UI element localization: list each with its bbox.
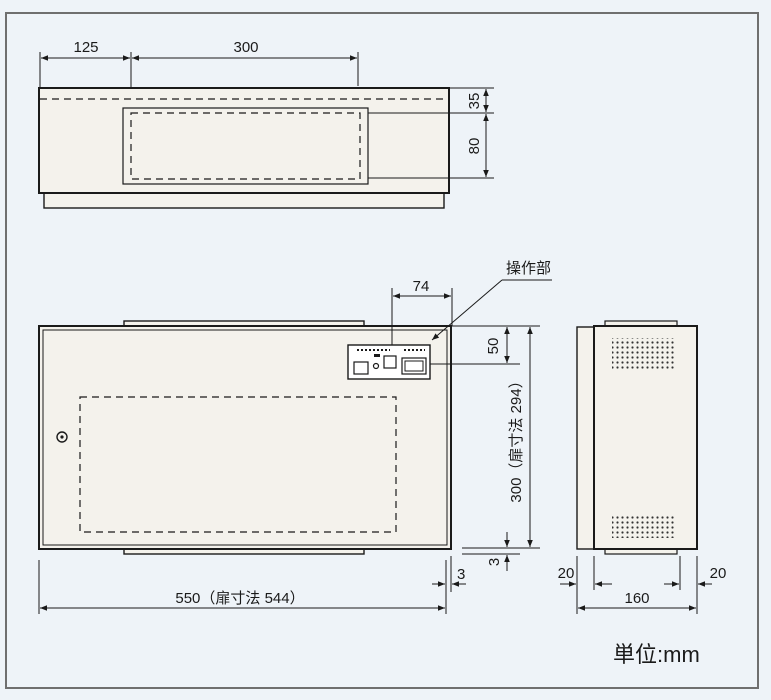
operation-leader-line	[431, 279, 503, 341]
dim-label-20-left: 20	[558, 565, 575, 582]
operation-section-label: 操作部	[506, 260, 551, 277]
side-view: 20 20 160	[558, 320, 727, 614]
side-door	[576, 326, 596, 550]
top-window-frame	[122, 107, 369, 185]
key-lock-icon	[56, 431, 68, 443]
dim-label-300: 300	[233, 39, 258, 56]
dim-label-80: 80	[466, 138, 483, 155]
dim-label-3-right: 3	[457, 566, 465, 583]
dim-label-74: 74	[413, 278, 430, 295]
dim-label-50: 50	[485, 338, 502, 355]
dim-label-3-bottom: 3	[486, 558, 503, 566]
top-view-body	[38, 87, 450, 194]
front-view: 操作部 74 50 300（扉寸法 294） 3 3 550（扉寸法 544）	[38, 260, 552, 614]
panel-display	[401, 357, 427, 375]
side-vent-bottom	[612, 514, 674, 538]
side-vent-top	[612, 338, 674, 369]
outer-frame	[5, 12, 759, 689]
top-window-hidden	[130, 112, 361, 180]
dim-label-35: 35	[466, 93, 483, 110]
panel-button-left	[353, 361, 369, 375]
panel-button-center	[383, 355, 397, 369]
dim-label-160: 160	[624, 590, 649, 607]
unit-label: 単位:mm	[613, 642, 700, 667]
front-door-outline	[42, 329, 448, 546]
top-view: 125 300 35 80	[38, 39, 494, 209]
dim-label-550: 550（扉寸法 544）	[175, 590, 304, 607]
dim-label-20-right: 20	[710, 565, 727, 582]
dim-label-300-height: 300（扉寸法 294）	[508, 373, 525, 502]
operation-panel	[347, 344, 431, 380]
front-window-hidden	[79, 396, 397, 533]
top-view-base	[43, 191, 445, 209]
dim-label-125: 125	[73, 39, 98, 56]
